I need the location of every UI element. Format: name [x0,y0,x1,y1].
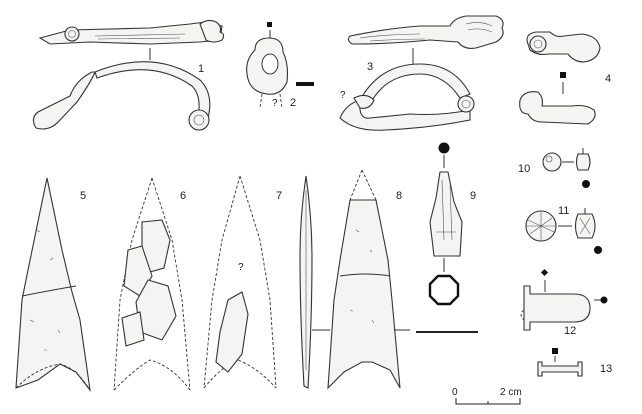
section-bar [296,82,314,86]
section-circle-icon [438,142,450,154]
figure-number-11: 11 [558,205,569,217]
section-circle-icon [600,296,608,304]
scale-bar: 0 2 cm [452,387,522,405]
uncertain-mark-3: ? [340,90,346,101]
scale-zero-label: 0 [452,387,458,398]
artifact-3-fibula: ? 3 [339,15,504,131]
artifact-2-ring: ? 2 [246,22,314,109]
figure-number-2: 2 [290,97,296,109]
artifact-8-blade: 8 [312,169,478,390]
figure-number-8: 8 [396,190,402,202]
uncertain-mark-2: ? [272,98,278,109]
artifact-11-bead: 11 [525,205,602,254]
artifact-7-blade: ? 7 [203,175,282,389]
figure-number-9: 9 [470,190,476,202]
artifact-5-blade: 5 [15,177,91,392]
section-square-icon [267,22,272,27]
section-square-icon [560,72,566,78]
figure-number-6: 6 [180,190,186,202]
artifact-8-profile [299,175,313,389]
figure-number-13: 13 [600,363,612,375]
section-circle-icon [582,180,590,188]
uncertain-mark-7: ? [238,262,244,273]
section-diamond-icon [540,268,549,277]
figure-number-1: 1 [198,63,204,75]
artifact-13-rivet: 13 [537,348,612,377]
artifact-9-socket: 9 [428,142,476,306]
artifact-6-blade: 6 [113,177,191,391]
section-square-icon [552,348,558,354]
section-circle-icon [594,246,602,254]
figure-number-5: 5 [80,190,86,202]
artifact-1-fibula: 1 [32,19,225,131]
figure-number-3: 3 [367,61,373,73]
artifact-12-fitting: 12 [520,268,608,337]
scale-length-label: 2 cm [500,387,522,398]
figure-number-12: 12 [564,325,576,337]
artifact-4-fibula-fragment: 4 [519,31,611,125]
section-octagon-icon [428,274,460,306]
figure-number-7: 7 [276,190,282,202]
figure-number-10: 10 [518,163,530,175]
figure-number-4: 4 [605,73,611,85]
artifact-10-bead: 10 [518,148,591,188]
